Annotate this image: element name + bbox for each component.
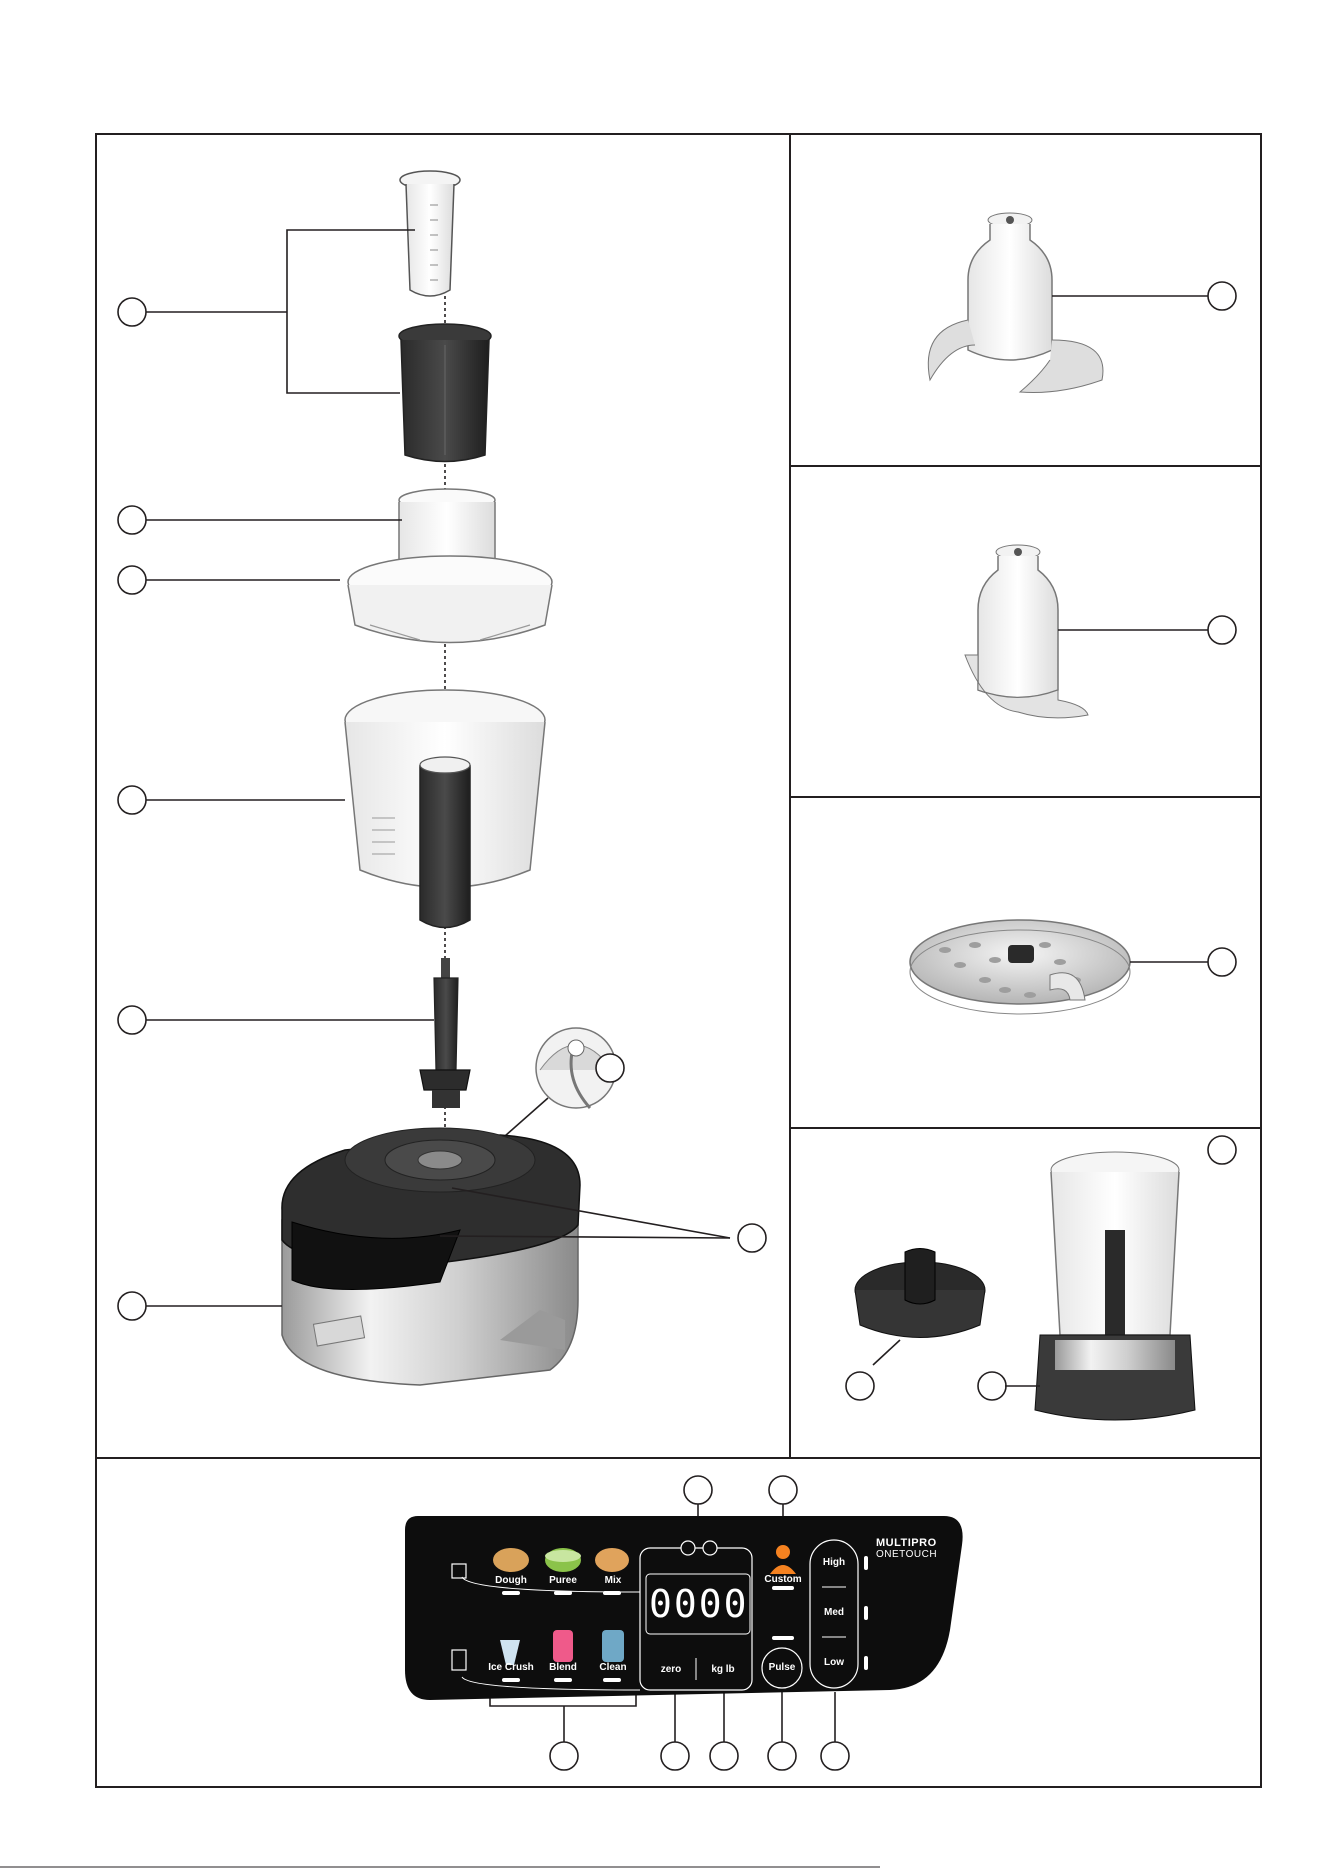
brand-line-2: ONETOUCH [876,1549,937,1560]
speed-high-button[interactable]: High [814,1557,854,1568]
knife-blade [928,213,1208,393]
custom-button[interactable]: Custom [760,1574,806,1585]
blender-lid-drawing [855,1249,985,1366]
slicing-disc [910,920,1208,1014]
power-unit [282,1128,580,1385]
small-pusher [400,171,460,296]
program-ice-crush-button[interactable]: Ice Crush [486,1662,536,1673]
program-blend-button[interactable]: Blend [546,1662,580,1673]
lid [348,556,552,643]
speed-med-button[interactable]: Med [814,1607,854,1618]
dough-tool [965,545,1208,718]
program-clean-button[interactable]: Clean [596,1662,630,1673]
blender-jug-drawing [1005,1152,1195,1420]
zero-button[interactable]: zero [651,1664,691,1675]
drive-shaft [420,958,470,1108]
pulse-button[interactable]: Pulse [764,1662,800,1673]
brand-logo: MULTIPRO ONETOUCH [876,1538,937,1560]
unit-toggle-button[interactable]: kg lb [701,1664,745,1675]
weight-timer-display: 0000 [649,1578,747,1630]
large-pusher [399,324,491,462]
program-mix-button[interactable]: Mix [596,1575,630,1586]
brand-line-1: MULTIPRO [876,1538,937,1549]
cord-storage-detail [505,1028,616,1136]
bowl [345,690,545,928]
program-puree-button[interactable]: Puree [546,1575,580,1586]
program-dough-button[interactable]: Dough [494,1575,528,1586]
pusher-bracket [145,230,415,393]
speed-low-button[interactable]: Low [814,1657,854,1668]
